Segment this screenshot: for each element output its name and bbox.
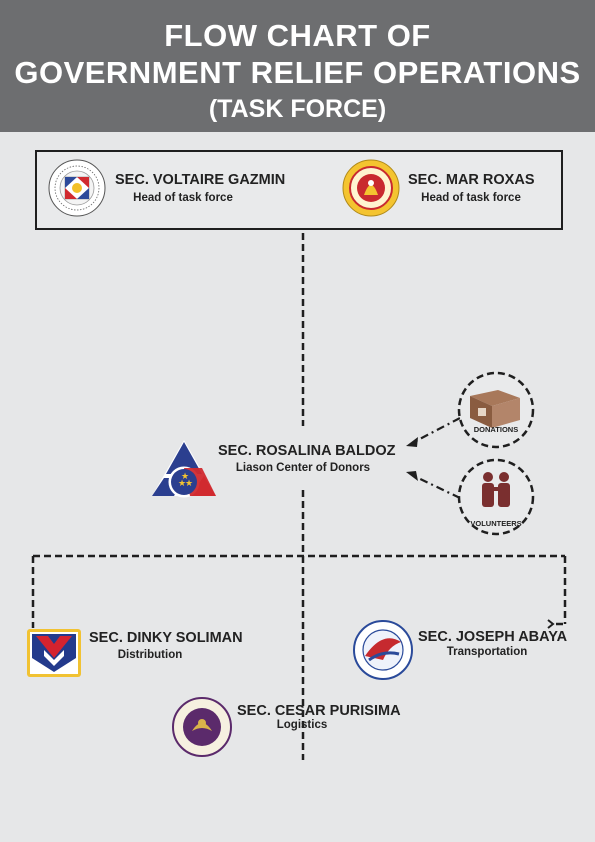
- gazmin-name: SEC. VOLTAIRE GAZMIN: [115, 172, 286, 188]
- roxas-role: Head of task force: [421, 192, 521, 204]
- title-line-2: GOVERNMENT RELIEF OPERATIONS: [14, 55, 581, 90]
- svg-text:★: ★: [178, 479, 186, 489]
- volunteers-label: VOLUNTEERS: [470, 519, 522, 528]
- roxas-name: SEC. MAR ROXAS: [408, 172, 535, 188]
- volunteers-icon: [482, 472, 510, 507]
- volunteers-node: [457, 458, 535, 536]
- department-of-finance-seal: [172, 697, 232, 757]
- svg-text:★: ★: [185, 479, 193, 489]
- title-line-3: (TASK FORCE): [208, 95, 387, 123]
- abaya-role: Transportation: [446, 646, 528, 658]
- dotc-seal: [353, 620, 413, 680]
- dswd-logo: [27, 629, 81, 677]
- purisima-name: SEC. CESAR PURISIMA: [237, 703, 401, 719]
- task-force-heads-box: [35, 150, 563, 230]
- dilg-seal: [342, 159, 400, 217]
- gazmin-role: Head of task force: [133, 192, 233, 204]
- abaya-name: SEC. JOSEPH ABAYA: [418, 629, 568, 645]
- box-icon: [470, 390, 520, 428]
- purisima-role: Logistics: [276, 719, 328, 731]
- donations-arrow-line: [413, 417, 461, 443]
- volunteers-arrowhead: [406, 471, 418, 481]
- donations-node: [457, 371, 535, 449]
- soliman-name: SEC. DINKY SOLIMAN: [89, 630, 243, 646]
- abaya-arrowhead: [547, 619, 555, 629]
- donations-label: DONATIONS: [473, 425, 519, 434]
- title-line-1: FLOW CHART OF: [164, 18, 431, 53]
- volunteers-arrow-line: [413, 475, 461, 499]
- department-of-national-defense-seal: [48, 159, 106, 217]
- svg-text:★: ★: [181, 472, 189, 482]
- soliman-role: Distribution: [117, 649, 183, 661]
- donations-arrowhead: [406, 437, 418, 447]
- dole-logo: ★ ★ ★: [152, 440, 216, 498]
- baldoz-role: Liason Center of Donors: [235, 462, 371, 474]
- header-banner: FLOW CHART OF GOVERNMENT RELIEF OPERATIO…: [0, 0, 595, 132]
- baldoz-name: SEC. ROSALINA BALDOZ: [218, 443, 396, 459]
